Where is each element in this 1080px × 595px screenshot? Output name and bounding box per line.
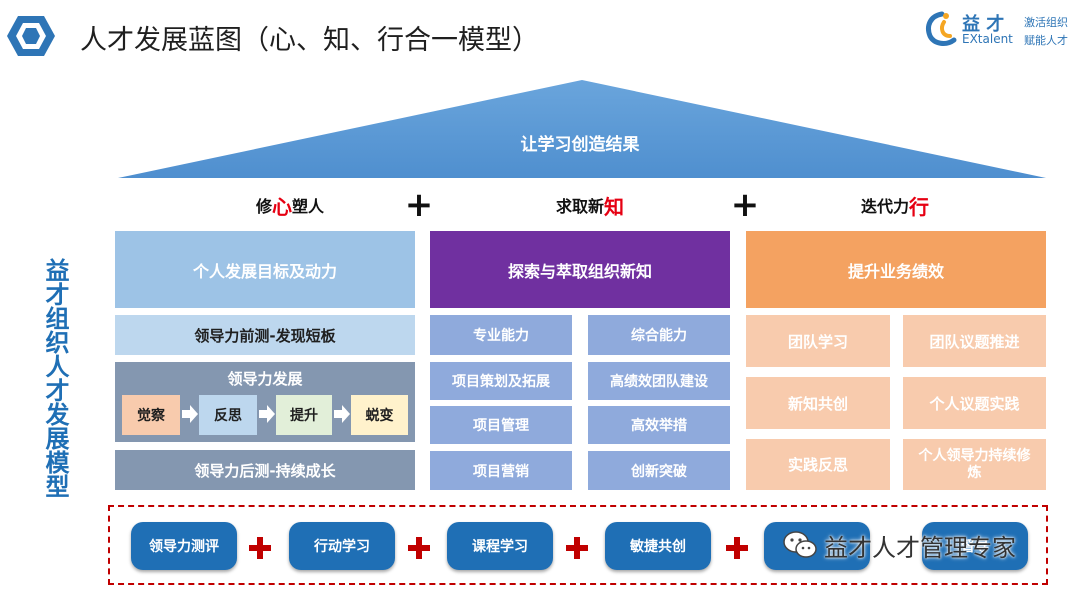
mid-item-box: 项目策划及拓展 (430, 362, 572, 400)
post-assessment-box: 领导力后测-持续成长 (115, 450, 415, 490)
roof-shape (118, 80, 1046, 178)
mid-item-box: 创新突破 (588, 451, 730, 490)
pillar-header-heart: 修心塑人 (255, 194, 325, 219)
step-box: 反思 (199, 395, 257, 435)
method-pill: 课程学习 (447, 522, 553, 570)
method-pill: 行动学习 (289, 522, 395, 570)
pillar-header-action: 迭代力行 (860, 194, 929, 219)
mid-item-box: 综合能力 (588, 315, 730, 355)
logo-brand-en: EXtalent (962, 32, 1013, 46)
watermark: 益才人才管理专家 (824, 534, 1016, 562)
logo-tagline-2: 赋能人才 (1024, 34, 1068, 47)
step-box: 提升 (276, 395, 332, 435)
left-top-box: 个人发展目标及动力 (115, 231, 415, 308)
pre-assessment-box: 领导力前测-发现短板 (115, 315, 415, 355)
page-title: 人才发展蓝图（心、知、行合一模型） (80, 25, 539, 56)
method-pill (764, 522, 870, 570)
mid-item-box: 高效举措 (588, 406, 730, 444)
pillar-header-knowledge: 求取新知 (555, 194, 624, 219)
mid-item-box: 专业能力 (430, 315, 572, 355)
plus-icon: + (730, 185, 760, 225)
red-plus-icon (566, 537, 588, 559)
arrow-right-icon (182, 405, 198, 423)
logo-tagline-1: 激活组织 (1024, 16, 1068, 29)
arrow-right-icon (334, 405, 350, 423)
right-item-box: 个人议题实践 (903, 377, 1046, 429)
header-hexagon-icon (6, 14, 56, 58)
logo-brand-cn: 益 才 (962, 14, 1005, 35)
wechat-icon (783, 531, 817, 558)
step-box: 蜕变 (351, 395, 408, 435)
bottom-frame (108, 505, 1048, 585)
mid-item-box: 项目营销 (430, 451, 572, 490)
right-item-box: 团队学习 (746, 315, 890, 367)
step-box: 觉察 (122, 395, 180, 435)
red-plus-icon (408, 537, 430, 559)
logo: 益 才 EXtalent 激活组织 赋能人才 (922, 10, 1072, 50)
right-item-box: 个人领导力持续修炼 (903, 439, 1046, 490)
red-plus-icon (726, 537, 748, 559)
right-top-box: 提升业务绩效 (746, 231, 1046, 308)
plus-icon: + (404, 185, 434, 225)
red-plus-icon (249, 537, 271, 559)
mid-item-box: 项目管理 (430, 406, 572, 444)
method-pill: 领导力测评 (131, 522, 237, 570)
roof-label: 让学习创造结果 (520, 134, 640, 155)
logo-mark-icon (926, 11, 957, 46)
arrow-right-icon (259, 405, 275, 423)
right-item-box: 团队议题推进 (903, 315, 1046, 367)
development-title: 领导力发展 (227, 369, 303, 388)
method-pill: 敏捷共创 (605, 522, 711, 570)
side-label: 益才组织人才发展模型 (41, 258, 69, 498)
right-item-box: 新知共创 (746, 377, 890, 429)
right-item-box: 实践反思 (746, 439, 890, 490)
method-pill: 督导 (922, 522, 1028, 570)
mid-item-box: 高绩效团队建设 (588, 362, 730, 400)
mid-top-box: 探索与萃取组织新知 (430, 231, 730, 308)
